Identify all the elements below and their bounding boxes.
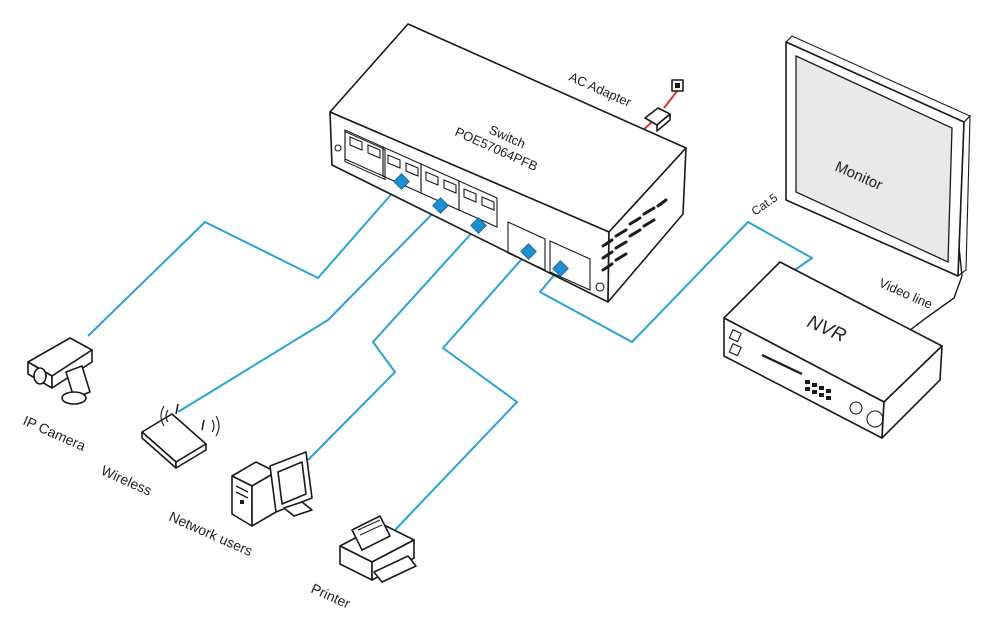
monitor-screen <box>795 54 953 264</box>
port-led-sfp-1 <box>520 243 537 260</box>
switch-vents <box>601 198 668 272</box>
sfp-ports <box>507 221 591 291</box>
cables <box>87 89 963 531</box>
power-jack <box>334 144 342 152</box>
nvr-dial-small <box>849 401 863 415</box>
port-led-2 <box>432 197 449 214</box>
nvr: NVR <box>723 261 943 439</box>
port-connectors <box>393 173 569 277</box>
monitor: Monitor <box>785 35 971 278</box>
cable-cat5-nvr <box>539 221 813 343</box>
power-cable <box>663 89 679 109</box>
port-led-sfp-2 <box>552 260 569 277</box>
ip-camera <box>27 337 93 405</box>
port-led-1 <box>393 173 410 190</box>
printer-label: Printer <box>309 580 353 612</box>
wireless-router <box>141 403 220 469</box>
cable-printer <box>394 251 529 531</box>
poe-switch: Switch POE57064PFB <box>329 23 687 303</box>
network-user-pc <box>231 451 313 527</box>
dc-input <box>595 282 605 292</box>
cat5-label: Cat.5 <box>749 190 781 218</box>
cable-network-users <box>307 225 479 461</box>
printer <box>339 515 417 583</box>
video-line-cable <box>904 227 963 335</box>
nvr-dial-large <box>866 410 884 428</box>
video-line-label: Video line <box>877 275 935 312</box>
cable-ip-camera <box>87 181 403 337</box>
port-led-3 <box>470 217 487 234</box>
rj45-ports <box>344 129 498 228</box>
ip-camera-label: IP Camera <box>21 412 89 454</box>
cable-wireless <box>177 205 441 413</box>
wireless-label: Wireless <box>99 462 155 498</box>
nvr-buttons <box>805 380 831 400</box>
